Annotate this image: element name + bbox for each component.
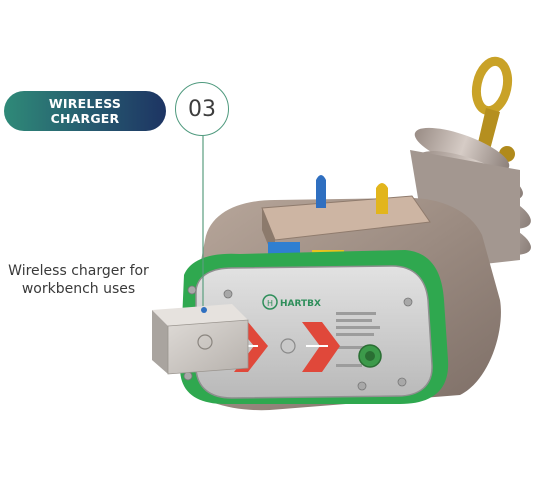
wireless-charger-device bbox=[152, 304, 249, 375]
red-arrow-left-button bbox=[234, 322, 268, 372]
step-number-circle: 03 bbox=[175, 82, 229, 136]
center-knob-icon bbox=[280, 338, 296, 354]
screw-icons bbox=[183, 285, 413, 391]
wireless-charger-badge: WIRELESS CHARGER bbox=[4, 91, 166, 131]
step-number: 03 bbox=[188, 96, 216, 122]
nameplate-text-lines bbox=[336, 312, 380, 367]
svg-text:HARTBX: HARTBX bbox=[280, 299, 321, 309]
charger-caption: Wireless charger for workbench uses bbox=[6, 262, 151, 298]
caption-line-1: Wireless charger for bbox=[8, 263, 149, 279]
svg-text:H: H bbox=[267, 299, 273, 308]
product-logo: H HARTBX bbox=[262, 294, 321, 310]
charger-logo-icon bbox=[197, 334, 213, 350]
badge-line-2: CHARGER bbox=[50, 111, 120, 126]
caption-line-2: workbench uses bbox=[21, 281, 136, 297]
badge-line-1: WIRELESS bbox=[48, 96, 122, 111]
